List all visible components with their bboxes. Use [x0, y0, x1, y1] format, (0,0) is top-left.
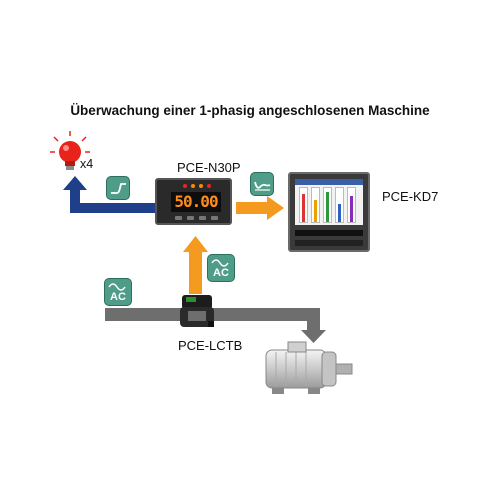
meter-button [187, 216, 194, 220]
power-cable-drop [307, 308, 320, 332]
recorder-screen [295, 179, 363, 225]
meter-display: 50.00 [171, 192, 221, 212]
recorder-slot [295, 230, 363, 236]
sensor-label: PCE-LCTB [178, 338, 243, 353]
bargraph-column [299, 187, 308, 223]
trend-curve-icon [250, 172, 274, 196]
meter-button [175, 216, 182, 220]
panel-meter-device: 50.00 [155, 178, 232, 225]
bargraph-bar [338, 204, 341, 222]
cable-arrowhead [301, 330, 326, 343]
bargraph-bar [326, 192, 329, 222]
ac-wave-icon: AC [207, 254, 235, 282]
diagram-title: Überwachung einer 1-phasig angeschlosene… [70, 103, 430, 118]
meter-to-alarm-arrow-vertical [70, 188, 80, 213]
meter-button [211, 216, 218, 220]
electric-motor-icon [265, 341, 353, 394]
status-led [199, 184, 203, 188]
bargraph-column [311, 187, 320, 223]
meter-label: PCE-N30P [177, 160, 241, 175]
bargraph-bar [350, 196, 353, 222]
ac-label: AC [213, 267, 229, 279]
sensor-to-meter-arrow-shaft [189, 251, 202, 294]
recorder-base [295, 240, 363, 246]
red-light-bulb-icon [50, 131, 90, 170]
ac-label: AC [110, 291, 126, 303]
bargraph-column [335, 187, 344, 223]
meter-to-alarm-arrow-horizontal [70, 203, 156, 213]
ac-wave-icon: AC [104, 278, 132, 306]
bargraph-bar [314, 200, 317, 222]
current-clamp-sensor [180, 295, 214, 327]
bargraph-column [323, 187, 332, 223]
alarm-count-label: x4 [80, 157, 94, 171]
recorder-screen-header [295, 179, 363, 185]
bargraph-bar [302, 194, 305, 222]
data-recorder-device [288, 172, 370, 252]
recorder-label: PCE-KD7 [382, 189, 439, 204]
bargraph-column [347, 187, 356, 223]
status-led [183, 184, 187, 188]
meter-to-alarm-arrowhead [63, 176, 87, 190]
status-led [191, 184, 195, 188]
step-signal-icon [106, 176, 130, 200]
meter-to-recorder-arrowhead [267, 196, 284, 220]
status-led [207, 184, 211, 188]
sensor-to-meter-arrowhead [183, 236, 208, 252]
meter-to-recorder-arrow-shaft [236, 202, 268, 214]
meter-button [199, 216, 206, 220]
